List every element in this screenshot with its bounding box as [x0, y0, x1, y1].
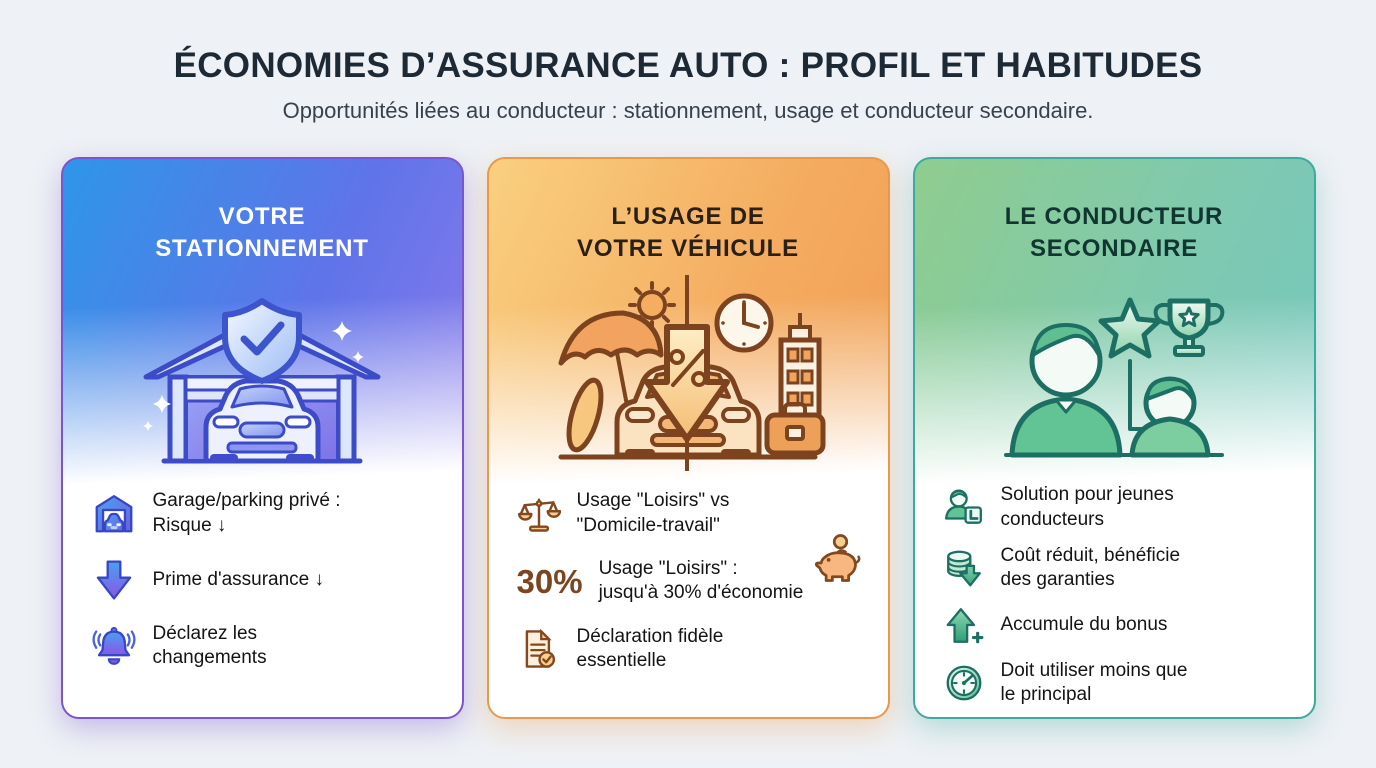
list-item: Garage/parking privé : Risque ↓ — [91, 489, 434, 538]
gauge-icon — [943, 662, 985, 704]
balance-scale-icon — [517, 492, 561, 536]
list-item: Accumule du bonus — [943, 605, 1286, 647]
list-item-label: Prime d'assurance ↓ — [152, 568, 325, 590]
list-item-label: Doit utiliser moins que le principal — [1000, 659, 1188, 705]
garage-car-shield-illustration — [85, 275, 440, 473]
list-item-label: Accumule du bonus — [1000, 614, 1168, 636]
bonus-up-icon — [943, 605, 985, 647]
list-item-label: Solution pour jeunes conducteurs — [1000, 484, 1174, 530]
card-title-line: STATIONNEMENT — [155, 235, 369, 263]
list-item-label: Déclaration fidèle essentielle — [576, 625, 724, 671]
card-usage: L’USAGE DE VOTRE VÉHICULE — [486, 157, 890, 719]
card-stationnement-title: VOTRE STATIONNEMENT — [85, 201, 440, 265]
piggy-bank-icon — [810, 533, 866, 583]
card-title-line: VOTRE — [218, 203, 306, 230]
learner-driver-icon — [943, 487, 985, 529]
leisure-vs-commute-illustration — [511, 275, 866, 473]
list-item: Déclarez les changements — [91, 622, 434, 671]
card-conducteur-secondaire-title: LE CONDUCTEUR SECONDAIRE — [937, 201, 1292, 265]
savings-percentage: 30% — [516, 562, 583, 600]
list-item-label: Garage/parking privé : Risque ↓ — [152, 490, 341, 536]
arrow-down-icon — [91, 557, 137, 603]
list-item: Usage "Loisirs" vs "Domicile-travail" — [517, 489, 860, 538]
card-stationnement: VOTRE STATIONNEMENT — [60, 157, 464, 719]
list-item: Doit utiliser moins que le principal — [943, 659, 1286, 708]
drivers-star-trophy-illustration — [937, 275, 1292, 473]
list-item-label: Déclarez les changements — [152, 622, 267, 669]
list-item-label: Coût réduit, bénéficie des garanties — [1000, 544, 1181, 591]
list-item: 30% Usage "Loisirs" : jusqu'à 30% d'écon… — [516, 534, 860, 606]
card-title-line: SECONDAIRE — [1029, 235, 1199, 263]
document-check-icon — [517, 627, 561, 671]
page-header: ÉCONOMIES D’ASSURANCE AUTO : PROFIL ET H… — [0, 0, 1376, 124]
card-title-line: L’USAGE DE — [611, 203, 765, 230]
list-item: Prime d'assurance ↓ — [91, 557, 434, 603]
page-title: ÉCONOMIES D’ASSURANCE AUTO : PROFIL ET H… — [173, 46, 1203, 85]
card-conducteur-secondaire-items: Solution pour jeunes conducteurs — [937, 483, 1292, 707]
cards-row: VOTRE STATIONNEMENT — [0, 157, 1376, 719]
card-usage-title: L’USAGE DE VOTRE VÉHICULE — [511, 201, 866, 265]
card-title-line: VOTRE VÉHICULE — [577, 235, 799, 263]
list-item-label: Usage "Loisirs" : jusqu'à 30% d'économie — [598, 557, 804, 604]
card-conducteur-secondaire: LE CONDUCTEUR SECONDAIRE — [912, 157, 1316, 719]
card-stationnement-items: Garage/parking privé : Risque ↓ Prime d'… — [85, 489, 440, 670]
garage-car-icon — [91, 491, 137, 537]
page-subtitle: Opportunités liées au conducteur : stati… — [282, 98, 1094, 123]
list-item: Coût réduit, bénéficie des garanties — [943, 544, 1286, 593]
alert-bell-icon — [91, 623, 137, 669]
coins-savings-icon — [943, 547, 985, 589]
list-item: Solution pour jeunes conducteurs — [943, 483, 1286, 532]
list-item-label: Usage "Loisirs" vs "Domicile-travail" — [576, 490, 730, 536]
card-usage-items: Usage "Loisirs" vs "Domicile-travail" 30… — [511, 489, 866, 673]
card-title-line: LE CONDUCTEUR — [1004, 203, 1224, 230]
list-item: Déclaration fidèle essentielle — [517, 625, 860, 674]
